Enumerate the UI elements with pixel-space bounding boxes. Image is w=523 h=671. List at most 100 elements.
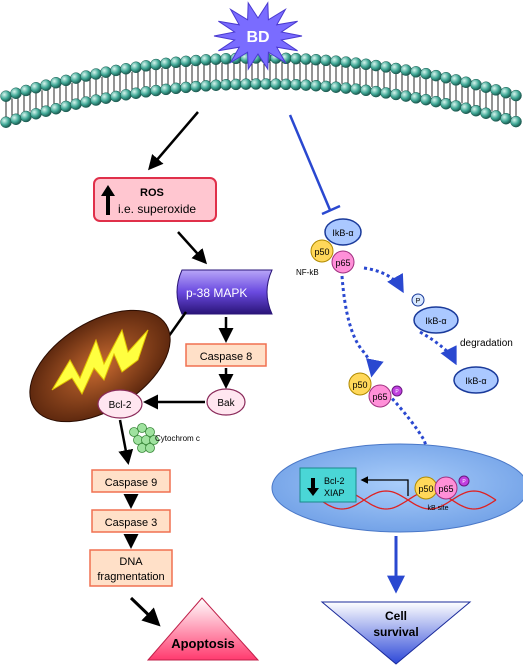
- lipid-head: [0, 90, 12, 102]
- phospho-dot-icon: [391, 385, 403, 397]
- survival-line1: Cell: [385, 609, 407, 623]
- lipid-head: [500, 86, 512, 99]
- lipid-head: [210, 53, 222, 65]
- lipid-head: [50, 102, 62, 115]
- caspase3-box: Caspase 3: [91, 509, 171, 533]
- lipid-head: [200, 80, 212, 92]
- arrow-transcription: [360, 476, 409, 496]
- lipid-head: [370, 85, 382, 98]
- bak-label: Bak: [217, 398, 235, 409]
- lipid-head: [180, 55, 192, 68]
- lipid-head: [420, 93, 432, 106]
- lipid-head: [390, 62, 402, 75]
- apoptosis-triangle: Apoptosis: [146, 597, 260, 661]
- lipid-head: [50, 76, 62, 89]
- gene-bcl2: Bcl-2: [324, 476, 345, 486]
- lipid-head: [470, 104, 482, 117]
- lipid-head: [20, 84, 32, 97]
- cell-membrane: [0, 52, 522, 128]
- lipid-head: [510, 89, 522, 102]
- apoptosis-label: Apoptosis: [171, 636, 235, 651]
- p65-oval: [331, 250, 355, 274]
- lipid-head: [110, 90, 122, 103]
- arrow-ikbp-to-degradation: [419, 330, 457, 366]
- arrow-bcl2-to-caspase9: [118, 419, 134, 465]
- bcl2-label: Bcl-2: [109, 400, 132, 411]
- lipid-head: [450, 100, 462, 112]
- cytochrome-sphere: [145, 427, 155, 437]
- arrow-complex-to-ikbp: [363, 266, 404, 294]
- ros-box: ROS i.e. superoxide: [93, 177, 217, 222]
- lipid-head: [30, 82, 42, 94]
- lipid-head: [480, 107, 492, 119]
- up-arrow-icon: [101, 185, 115, 215]
- lipid-head: [410, 92, 422, 104]
- lipid-head: [290, 52, 302, 65]
- lipid-head: [240, 78, 252, 90]
- lipid-head: [60, 74, 72, 87]
- bd-label: BD: [246, 29, 269, 46]
- nfkb-label: NF-kB: [296, 268, 319, 277]
- lipid-head: [300, 79, 312, 91]
- lipid-head: [350, 57, 362, 69]
- cell-survival-triangle: Cell survival: [320, 601, 472, 665]
- lipid-head: [500, 112, 512, 125]
- lipid-head: [190, 54, 202, 67]
- lipid-head: [100, 92, 112, 104]
- lipid-head: [220, 79, 232, 91]
- lipid-head: [230, 78, 242, 91]
- lipid-head: [180, 81, 192, 94]
- dna-frag-line2: fragmentation: [97, 571, 164, 583]
- phospho-icon: [411, 293, 425, 307]
- lipid-head: [90, 94, 102, 106]
- lipid-head: [40, 79, 52, 91]
- arrow-ros-to-p38: [177, 231, 208, 265]
- lipid-head: [360, 84, 372, 97]
- ikb-free-label: IkB-α: [465, 376, 486, 386]
- nucleus: Bcl-2 XIAP p50 p65 P kB site: [271, 443, 523, 533]
- lipid-head: [420, 67, 432, 80]
- lipid-head: [60, 100, 72, 113]
- ikb-nfkb-complex: IkB-α p50 p65 NF-kB: [296, 218, 362, 277]
- lipid-head: [0, 116, 12, 128]
- lipid-head: [170, 82, 182, 95]
- lipid-head: [70, 98, 82, 110]
- inhibit-bar-ikb: [321, 204, 341, 216]
- lipid-head: [150, 58, 162, 71]
- lipid-head: [460, 102, 472, 115]
- nfkb-free-phospho: P: [395, 389, 399, 395]
- lipid-head: [70, 72, 82, 84]
- lipid-head: [120, 89, 132, 101]
- lipid-head: [320, 80, 332, 93]
- phospho-label: P: [416, 298, 421, 305]
- bd-starburst: BD: [213, 1, 303, 71]
- lipid-head: [210, 79, 222, 91]
- lipid-head: [130, 61, 142, 74]
- lipid-head: [380, 61, 392, 73]
- down-arrow-icon: [307, 478, 319, 496]
- lipid-head: [490, 110, 502, 122]
- lipid-head: [290, 78, 302, 91]
- lipid-head: [460, 76, 472, 89]
- lipid-head: [490, 84, 502, 96]
- lipid-head: [330, 55, 342, 67]
- arrow-nfkb-to-nucleus: [386, 392, 439, 476]
- lipid-head: [90, 68, 102, 80]
- lipid-head: [140, 86, 152, 98]
- lipid-head: [340, 82, 352, 94]
- caspase3-label: Caspase 3: [105, 517, 158, 529]
- lipid-head: [270, 78, 282, 90]
- nucleus-p65: p65: [438, 484, 453, 494]
- lipid-head: [390, 88, 402, 101]
- p38-label: p-38 MAPK: [186, 286, 247, 300]
- lipid-head: [380, 87, 392, 99]
- lipid-head: [440, 97, 452, 110]
- lipid-head: [200, 54, 212, 66]
- ikb-free: IkB-α: [453, 366, 499, 394]
- bcl2-oval: Bcl-2: [97, 389, 143, 419]
- lipid-head: [80, 96, 92, 108]
- nfkb-free: p50 p65 P: [348, 372, 403, 408]
- cytochrome-sphere: [145, 443, 155, 453]
- mitochondria-cristae: [51, 328, 149, 396]
